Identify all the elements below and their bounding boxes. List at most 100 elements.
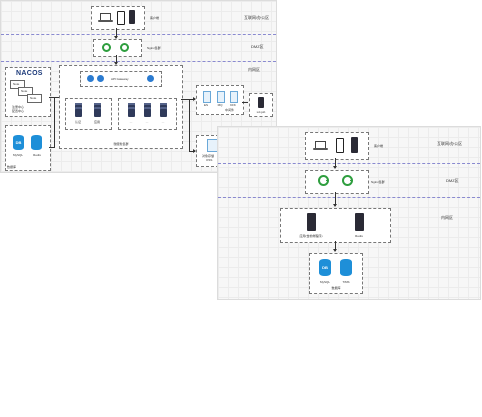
zone-divider-intranet (218, 197, 480, 198)
app-server-label: 应用(含前端程序) (299, 234, 323, 238)
nginx-group (305, 170, 369, 194)
database-icon: DB (13, 135, 24, 150)
zone-label-dmz: DMZ区 (446, 178, 459, 183)
nacos-label-registry: 注册中心 (12, 105, 25, 109)
database-group-label: 数据库 (331, 286, 341, 290)
middleware-label: ES (203, 103, 209, 107)
connector-cluster-db-v (54, 97, 55, 147)
nacos-label-config: 配置中心 (12, 109, 25, 113)
server-icon (258, 97, 264, 108)
config-note-icon: Note (10, 80, 25, 89)
arrow-down-icon (114, 62, 118, 65)
desktop-tower-icon (129, 10, 135, 24)
service-group-auth: 认证 应用 (65, 98, 112, 130)
client-group (91, 6, 145, 30)
nginx-label: Nginx集群 (147, 46, 161, 50)
worker-label: xxl-job (256, 110, 266, 114)
config-note-icon: Note (27, 94, 42, 103)
service-label: … (145, 120, 149, 124)
storage-label-1: 对象存储 (202, 154, 215, 158)
gateway-switch-icon (147, 75, 154, 82)
zone-label-internet: 互联网/办公区 (437, 141, 463, 146)
gateway-label: API Gateway (111, 77, 129, 81)
zone-divider-dmz (1, 34, 276, 35)
connector-client-nginx (116, 28, 117, 38)
connector-app-db (335, 241, 336, 251)
server-icon (160, 103, 167, 117)
nginx-icon (102, 43, 111, 52)
api-gateway-group: API Gateway (80, 71, 162, 87)
connector-nginx-app (335, 192, 336, 206)
zone-label-intranet: 内网区 (441, 215, 453, 220)
arrow-down-icon (333, 204, 337, 207)
connector-cluster-db-h (49, 147, 55, 148)
arrow-down-icon (333, 166, 337, 169)
gateway-switch-icon (97, 75, 104, 82)
phone-icon (117, 11, 125, 25)
server-icon (94, 103, 101, 117)
database-group-label: 数据库 (7, 165, 17, 169)
zone-label-internet: 互联网/办公区 (244, 15, 270, 20)
server-icon (307, 213, 316, 231)
arrow-right-icon (193, 97, 196, 101)
client-label: 客户端 (150, 16, 160, 20)
storage-label-2: OSS (206, 158, 213, 162)
nacos-group: NACOS Note Note Note 注册中心 配置中心 (5, 67, 51, 117)
right-diagram-canvas: 互联网/办公区 DMZ区 内网区 客户端 Nginx集群 应用(含前端程序) R… (217, 126, 481, 300)
middleware-label: MQ (217, 103, 223, 107)
connector-middleware-worker (242, 102, 248, 103)
middleware-icon (217, 91, 225, 103)
connector-to-storage (189, 151, 195, 152)
nginx-icon (120, 43, 129, 52)
microservice-cluster: API Gateway 认证 应用 … … … 微服务集群 (59, 65, 183, 149)
connector-client-nginx (335, 158, 336, 168)
zone-divider-dmz (218, 163, 480, 164)
middleware-group-label: 中间件 (225, 108, 235, 112)
middleware-icon (230, 91, 238, 103)
middleware-label: KFK (230, 103, 236, 107)
service-group-business: … … … (118, 98, 177, 130)
redis-server-label: Redis (355, 234, 363, 238)
server-icon (128, 103, 135, 117)
nginx-group (93, 39, 142, 57)
nginx-label: Nginx集群 (371, 180, 385, 184)
arrow-down-icon (114, 36, 118, 39)
service-label: 应用 (93, 120, 101, 124)
config-note-icon: Note (18, 87, 33, 96)
connector-nginx-cluster (116, 55, 117, 64)
zone-divider-intranet (1, 61, 276, 62)
nginx-icon (318, 175, 329, 186)
zone-label-intranet: 内网区 (248, 67, 260, 72)
client-group (305, 132, 369, 160)
server-icon (355, 213, 364, 231)
database-icon (31, 135, 42, 150)
database-icon: DB (319, 259, 331, 276)
db-label-mysql: MySQL (319, 280, 331, 284)
worker-group: xxl-job (249, 93, 273, 117)
connector-cluster-right (181, 99, 195, 100)
zone-label-dmz: DMZ区 (251, 44, 264, 49)
service-label: … (161, 120, 165, 124)
database-group: DB MySQL Redis (5, 125, 51, 171)
db-label-redis: Redis (33, 153, 41, 157)
app-server-group: 应用(含前端程序) Redis (280, 208, 391, 243)
nginx-icon (342, 175, 353, 186)
middleware-group: ES MQ KFK 中间件 (196, 85, 244, 115)
connector-cluster-right-v (189, 99, 190, 151)
microservice-cluster-label: 微服务集群 (113, 142, 129, 146)
database-icon (340, 259, 352, 276)
arrow-down-icon (333, 249, 337, 252)
db-label-tims: TiMS (342, 280, 350, 284)
db-label-mysql: MySQL (12, 153, 24, 157)
arrow-right-icon (193, 149, 196, 153)
middleware-icon (203, 91, 211, 103)
server-icon (75, 103, 82, 117)
gateway-switch-icon (87, 75, 94, 82)
database-group: DB MySQL TiMS 数据库 (309, 253, 363, 294)
client-label: 客户端 (374, 144, 384, 148)
service-label: 认证 (74, 120, 82, 124)
service-label: … (129, 120, 133, 124)
nacos-logo: NACOS (16, 70, 43, 77)
left-diagram-canvas: 互联网/办公区 DMZ区 内网区 客户端 Nginx集群 NACOS Note … (0, 0, 277, 173)
server-icon (144, 103, 151, 117)
